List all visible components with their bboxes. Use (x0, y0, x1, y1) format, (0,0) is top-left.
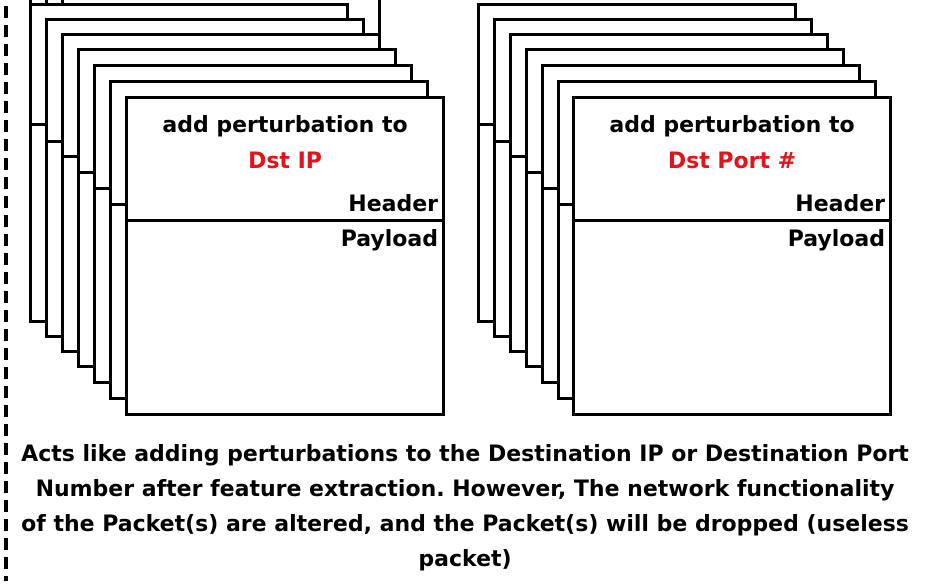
perturbation-target: Dst Port # (667, 149, 797, 174)
header-divider-tick (80, 171, 94, 174)
payload-label: Payload (787, 227, 885, 252)
header-divider-tick (48, 140, 62, 143)
perturbation-target: Dst IP (248, 149, 322, 174)
payload-label: Payload (340, 227, 438, 252)
header-divider-tick (96, 187, 110, 190)
dashed-separator (4, 6, 8, 581)
header-divider-tick (560, 203, 574, 206)
header-divider-tick (32, 123, 46, 126)
header-divider-tick (496, 140, 510, 143)
header-divider-tick (112, 203, 126, 206)
header-divider-tick (528, 171, 542, 174)
perturbation-text: add perturbation to (162, 113, 408, 138)
front-packet: add perturbation to Dst Port # Header Pa… (572, 96, 892, 416)
header-divider (575, 219, 889, 222)
front-packet: add perturbation to Dst IP Header Payloa… (125, 96, 445, 416)
perturbation-text: add perturbation to (609, 113, 855, 138)
header-divider-tick (512, 155, 526, 158)
header-divider (128, 219, 442, 222)
caption: Acts like adding perturbations to the De… (21, 442, 909, 572)
header-divider-tick (64, 155, 78, 158)
header-label: Header (348, 192, 438, 217)
header-label: Header (795, 192, 885, 217)
header-divider-tick (544, 187, 558, 190)
header-divider-tick (480, 123, 494, 126)
